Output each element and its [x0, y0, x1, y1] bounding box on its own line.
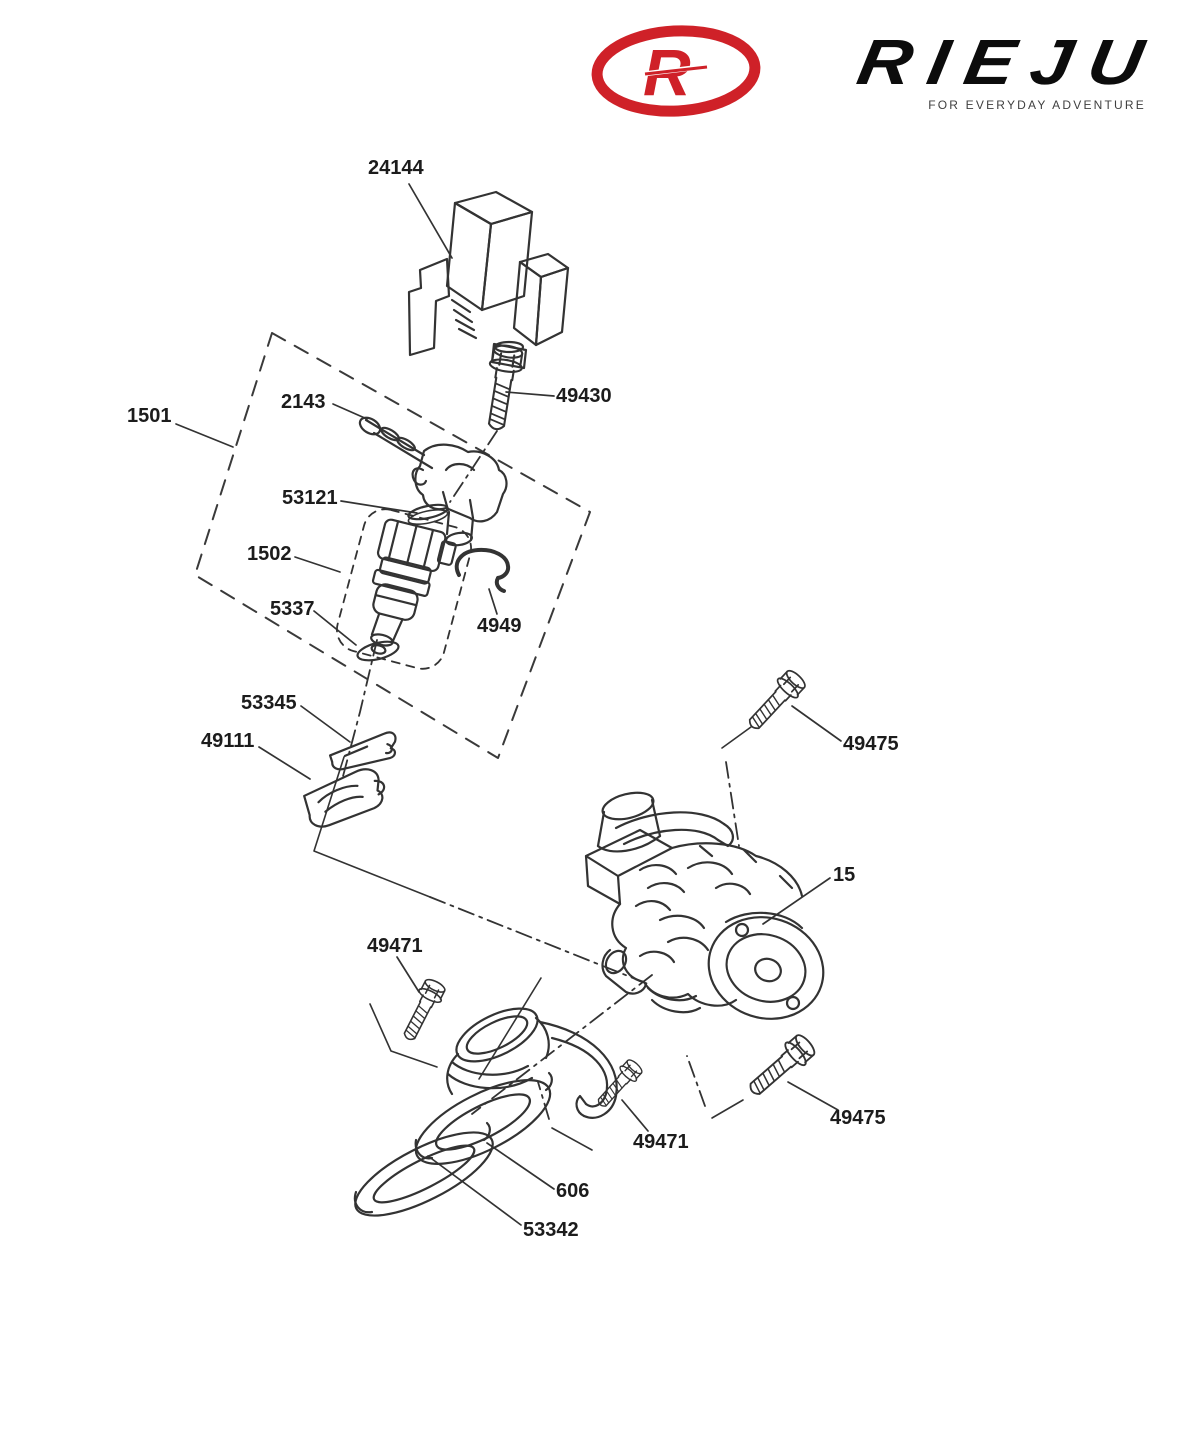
logo-text-block: RIEJU FOR EVERYDAY ADVENTURE — [767, 26, 1165, 112]
part-label-24144: 24144 — [368, 157, 424, 179]
rieju-logo: R RIEJU FOR EVERYDAY ADVENTURE — [585, 20, 1165, 122]
installation-lines — [313, 726, 752, 1151]
bolt-49475-bottom-drawing — [741, 1030, 820, 1104]
bolt-49471-left-drawing — [396, 975, 449, 1046]
injector-drawing — [370, 518, 457, 655]
bolt-49430-drawing — [478, 342, 526, 433]
seal-washer-drawing — [407, 503, 449, 525]
part-label-53345: 53345 — [241, 692, 297, 714]
o-ring-drawing — [356, 640, 400, 662]
part-label-49475-b: 49475 — [830, 1107, 886, 1129]
part-label-15: 15 — [833, 864, 856, 886]
brand-tagline: FOR EVERYDAY ADVENTURE — [928, 98, 1146, 112]
part-label-2143: 2143 — [281, 391, 326, 413]
part-label-49471-b: 49471 — [633, 1131, 689, 1153]
part-label-49111: 49111 — [201, 730, 255, 752]
part-label-1502: 1502 — [247, 543, 292, 565]
part-label-53342: 53342 — [523, 1219, 579, 1241]
part-label-606: 606 — [556, 1180, 590, 1202]
part-label-49475-a: 49475 — [843, 733, 899, 755]
leader-lines — [175, 183, 842, 1226]
emblem-letter: R — [643, 35, 691, 109]
bracket-large-drawing — [303, 768, 386, 828]
ecu-unit-drawing — [407, 190, 570, 370]
part-label-1501: 1501 — [127, 405, 172, 427]
part-label-49430: 49430 — [556, 385, 612, 407]
part-label-49471-a: 49471 — [367, 935, 423, 957]
clip-drawing — [454, 547, 511, 593]
part-label-4949: 4949 — [477, 615, 522, 637]
part-label-53121: 53121 — [282, 487, 338, 509]
center-lines — [341, 430, 740, 1120]
part-label-5337: 5337 — [270, 598, 315, 620]
gasket-drawing — [353, 1121, 494, 1217]
rieju-emblem-icon: R — [591, 25, 761, 117]
fuel-rail-drawing — [358, 416, 508, 547]
bolt-49475-top-drawing — [741, 666, 810, 737]
